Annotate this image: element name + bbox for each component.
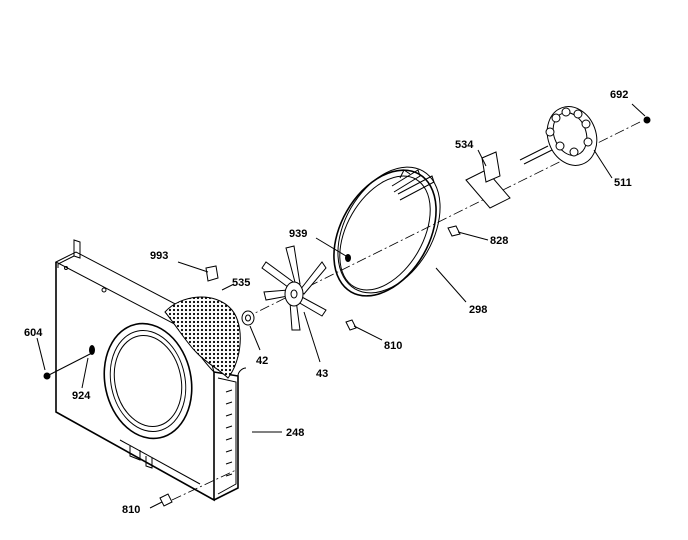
screw-810-lower (149, 469, 237, 509)
label-534: 534 (455, 139, 474, 151)
label-604: 604 (24, 327, 43, 339)
label-692: 692 (610, 89, 628, 101)
bracket-534 (465, 149, 511, 209)
screw-810-upper (345, 319, 383, 341)
mesh-guard-535 (164, 296, 241, 379)
label-43: 43 (316, 368, 328, 380)
label-298: 298 (469, 304, 487, 316)
screw-828 (447, 225, 489, 241)
label-535: 535 (232, 277, 250, 289)
back-panel-248 (54, 239, 247, 502)
screw-692 (631, 103, 651, 124)
nut-42 (241, 310, 261, 351)
label-511: 511 (614, 177, 632, 189)
label-828: 828 (490, 235, 508, 247)
label-810-upper: 810 (384, 340, 402, 352)
label-810-lower: 810 (122, 504, 140, 516)
nut-939 (315, 237, 351, 262)
label-42: 42 (256, 355, 268, 367)
label-939: 939 (289, 228, 307, 240)
leader-535 (221, 283, 235, 291)
ring-element-298 (333, 166, 467, 303)
label-248: 248 (286, 427, 304, 439)
label-924: 924 (72, 390, 91, 402)
fan-blade-43 (261, 245, 327, 363)
screw-604 (36, 337, 93, 380)
motor-511 (519, 106, 613, 179)
clip-993 (177, 261, 219, 282)
washer-924 (81, 345, 95, 389)
label-993: 993 (150, 250, 168, 262)
